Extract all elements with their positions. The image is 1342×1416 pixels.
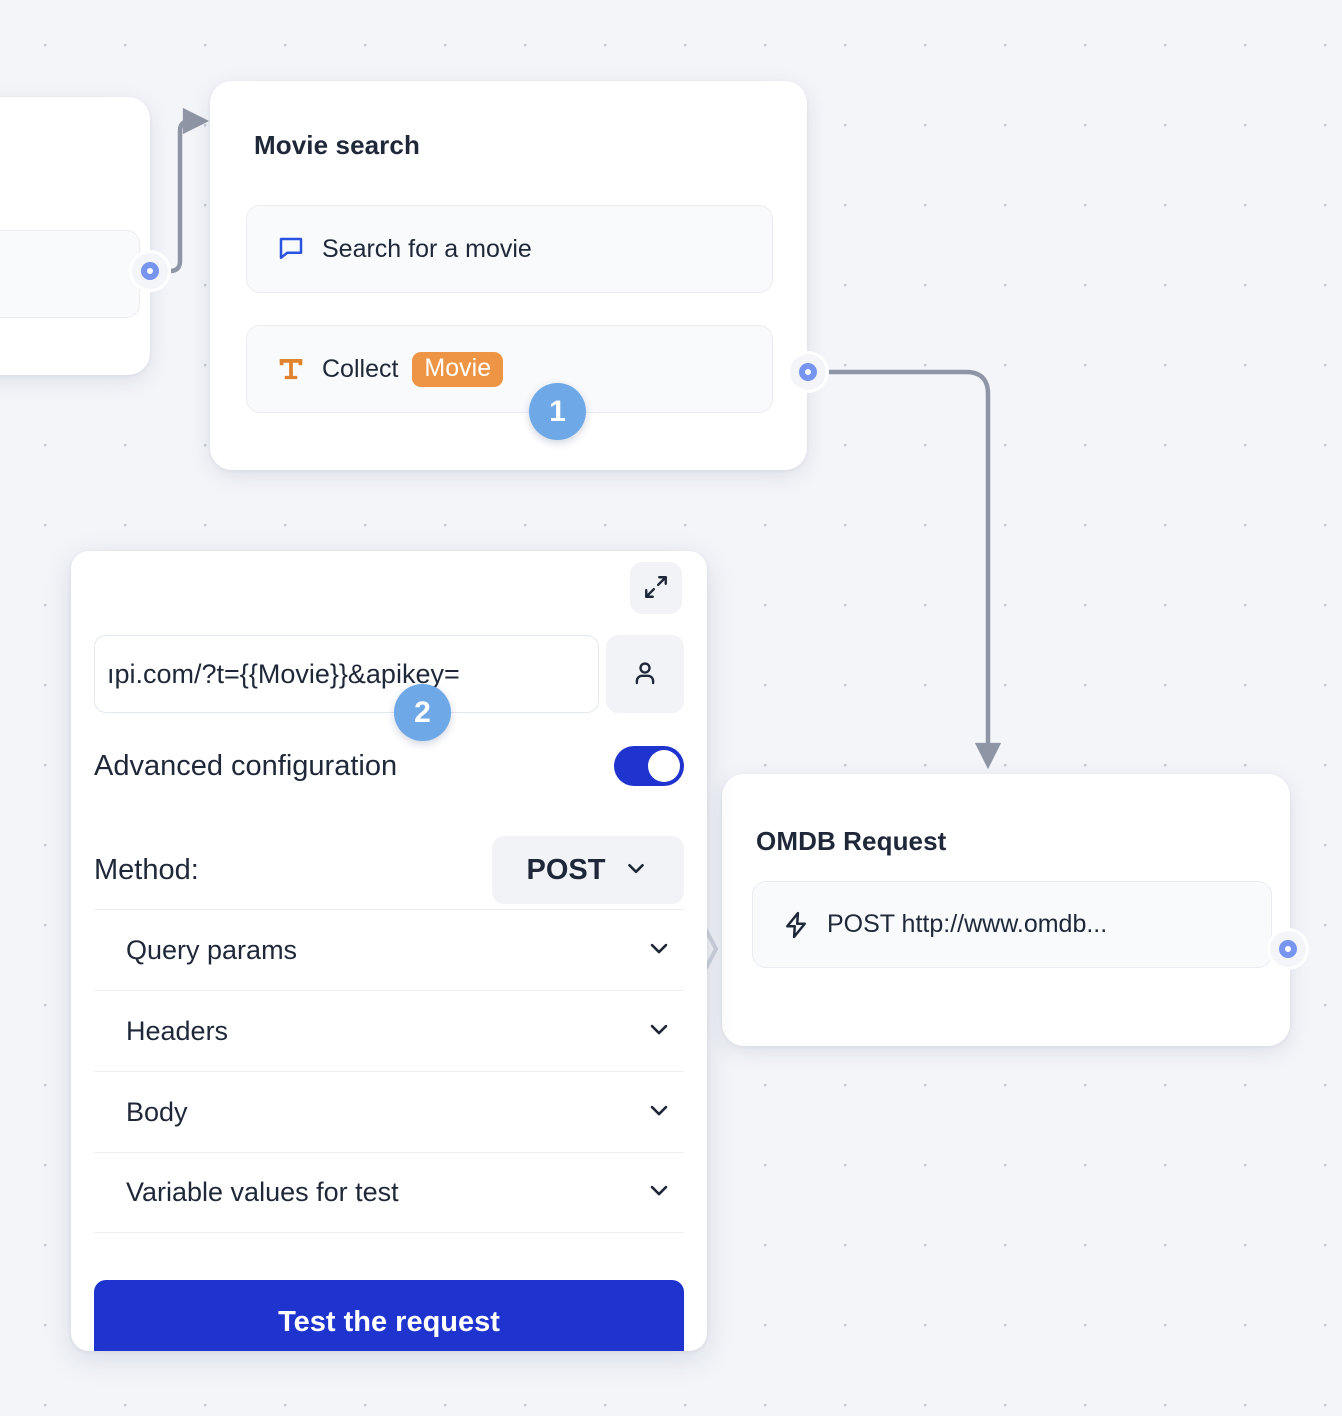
expand-panel-button[interactable] — [630, 562, 682, 614]
accordion-item-variable-values-for-test[interactable]: Variable values for test — [94, 1152, 684, 1233]
node-row-label: Collect Movie — [322, 351, 504, 387]
node-row-search-for-a-movie[interactable]: Search for a movie — [246, 205, 773, 293]
advanced-configuration-label: Advanced configuration — [94, 749, 398, 782]
accordion-item-headers[interactable]: Headers — [94, 990, 684, 1071]
request-config-panel[interactable]: Advanced configuration Method: POST Quer… — [71, 551, 707, 1351]
advanced-configuration-row[interactable]: Advanced configuration — [94, 746, 684, 786]
omdb-output-handle[interactable] — [1270, 931, 1306, 967]
node-row-label: POST http://www.omdb... — [827, 910, 1108, 938]
variable-tag-movie[interactable]: Movie — [412, 351, 504, 387]
accordion-item-query-params[interactable]: Query params — [94, 909, 684, 990]
method-label: Method: — [94, 853, 199, 886]
partial-node[interactable] — [0, 97, 150, 375]
node-row-collect-movie[interactable]: Collect Movie — [246, 325, 773, 413]
node-title-movie-search: Movie search — [254, 130, 420, 160]
advanced-configuration-toggle[interactable] — [614, 746, 684, 786]
chevron-down-icon — [645, 1096, 673, 1129]
accordion-label: Body — [126, 1096, 188, 1127]
edge-partial-to-movie-search — [147, 107, 210, 274]
speech-bubble-icon — [276, 234, 306, 264]
test-the-request-button[interactable]: Test the request — [94, 1280, 684, 1351]
node-movie-search[interactable]: Movie search Search for a movie — [210, 81, 807, 470]
text-t-icon — [276, 354, 306, 384]
chevron-down-icon — [645, 1176, 673, 1209]
chevron-down-icon — [623, 855, 649, 886]
accordion-label: Query params — [126, 934, 298, 965]
lightning-bolt-icon — [781, 910, 811, 940]
url-row[interactable] — [94, 635, 684, 713]
step-badge-2: 2 — [394, 684, 451, 741]
accordion-label: Variable values for test — [126, 1177, 399, 1207]
node-row-label-text: Collect — [322, 354, 399, 383]
accordion-sections: Query params Headers Body — [94, 909, 684, 1233]
node-omdb-request[interactable]: OMDB Request POST http://www.omdb... — [722, 774, 1290, 1046]
node-row-label: Search for a movie — [322, 234, 532, 263]
movie-search-output-handle[interactable] — [790, 354, 826, 390]
person-icon — [630, 658, 660, 691]
step-badge-1: 1 — [529, 383, 586, 440]
node-title-omdb-request: OMDB Request — [756, 826, 947, 856]
partial-node-output-handle[interactable] — [132, 253, 168, 289]
method-row: Method: POST — [94, 836, 684, 904]
url-input[interactable] — [94, 635, 599, 713]
omdb-input-caret — [704, 928, 719, 970]
method-value: POST — [526, 853, 606, 886]
method-select[interactable]: POST — [492, 836, 684, 904]
edge-movie-search-to-omdb — [823, 369, 1002, 770]
accordion-item-body[interactable]: Body — [94, 1071, 684, 1152]
expand-arrows-icon — [643, 574, 669, 603]
chevron-down-icon — [645, 934, 673, 967]
accordion-label: Headers — [126, 1015, 229, 1046]
url-person-button[interactable] — [606, 635, 684, 713]
partial-node-row[interactable] — [0, 230, 140, 318]
chevron-down-icon — [645, 1015, 673, 1048]
node-row-post-request[interactable]: POST http://www.omdb... — [752, 881, 1272, 968]
